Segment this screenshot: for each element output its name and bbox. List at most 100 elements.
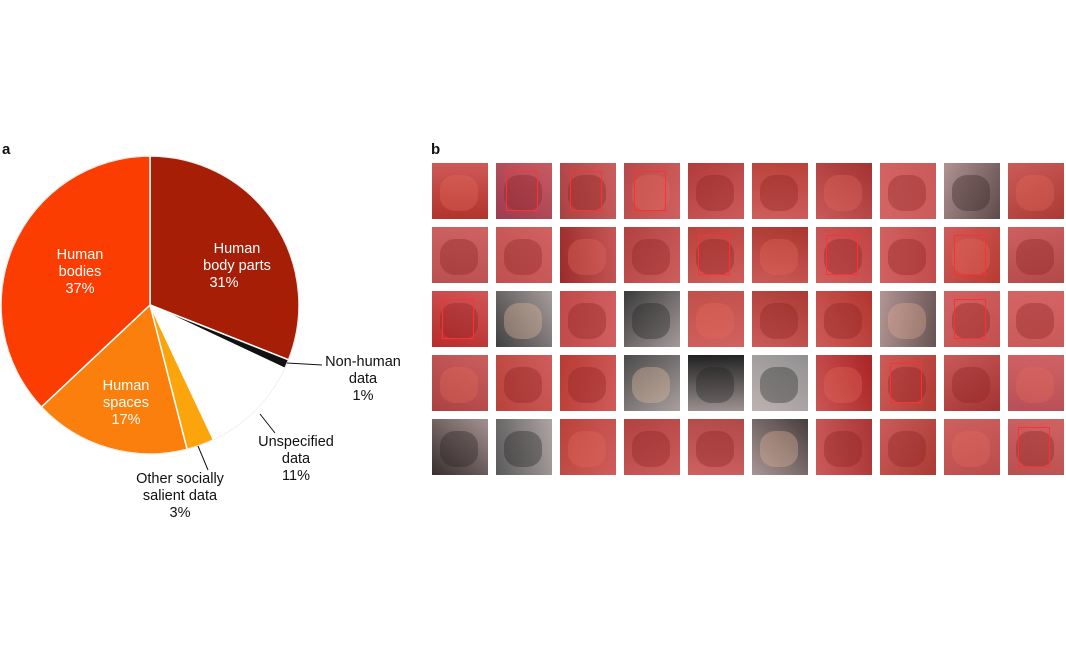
slice-label-unspecified-data-line-2: data (282, 451, 311, 467)
image-thumbnail (496, 291, 552, 347)
red-overlay (944, 163, 1000, 219)
bounding-box (890, 363, 922, 403)
image-thumbnail (624, 163, 680, 219)
image-thumbnail (944, 355, 1000, 411)
image-thumbnail (752, 355, 808, 411)
image-thumbnail (688, 227, 744, 283)
red-overlay (880, 227, 936, 283)
thumbnail-image (624, 291, 680, 347)
red-overlay (688, 291, 744, 347)
slice-value-unspecified-data: 11% (282, 468, 310, 484)
red-overlay (944, 291, 1000, 347)
red-overlay (496, 227, 552, 283)
thumbnail-subject (632, 303, 670, 339)
red-overlay (624, 227, 680, 283)
red-overlay (752, 227, 808, 283)
slice-label-human-spaces-line-1: Human (103, 378, 150, 394)
thumbnail-image (944, 163, 1000, 219)
red-overlay (688, 163, 744, 219)
image-thumbnail (432, 291, 488, 347)
red-overlay (560, 419, 616, 475)
thumbnail-grid (432, 163, 1064, 475)
slice-value-human-body-parts: 31% (209, 275, 238, 291)
red-overlay (560, 163, 616, 219)
bounding-box (826, 235, 858, 275)
thumbnail-subject (632, 367, 670, 403)
red-overlay (1008, 291, 1064, 347)
image-thumbnail (560, 291, 616, 347)
red-overlay (944, 355, 1000, 411)
image-thumbnail (752, 291, 808, 347)
thumbnail-subject (952, 175, 990, 211)
thumbnail-subject (504, 431, 542, 467)
slice-label-non-human-data-line-2: data (349, 371, 378, 387)
slice-label-human-bodies-line-2: bodies (59, 264, 102, 280)
red-overlay (560, 355, 616, 411)
red-overlay (432, 227, 488, 283)
image-thumbnail (1008, 163, 1064, 219)
red-overlay (432, 163, 488, 219)
image-thumbnail (1008, 419, 1064, 475)
image-thumbnail (432, 163, 488, 219)
red-overlay (624, 163, 680, 219)
image-thumbnail (688, 291, 744, 347)
image-thumbnail (432, 419, 488, 475)
image-thumbnail (944, 163, 1000, 219)
thumbnail-subject (888, 303, 926, 339)
red-overlay (432, 355, 488, 411)
thumbnail-subject (504, 303, 542, 339)
bounding-box (698, 235, 730, 275)
thumbnail-image (496, 291, 552, 347)
red-overlay (432, 291, 488, 347)
slice-label-other-socially-salient-data-line-2: salient data (143, 488, 218, 504)
red-overlay (816, 227, 872, 283)
red-overlay (688, 419, 744, 475)
image-thumbnail (944, 291, 1000, 347)
slice-value-other-socially-salient-data: 3% (170, 505, 191, 521)
image-thumbnail (944, 227, 1000, 283)
image-thumbnail (560, 227, 616, 283)
image-thumbnail (1008, 227, 1064, 283)
image-thumbnail (880, 355, 936, 411)
slice-label-unspecified-data-line-1: Unspecified (258, 434, 334, 450)
image-thumbnail (624, 291, 680, 347)
image-thumbnail (752, 419, 808, 475)
image-thumbnail (560, 419, 616, 475)
red-overlay (880, 291, 936, 347)
pie-outline (0, 155, 300, 455)
red-overlay (496, 163, 552, 219)
image-thumbnail (1008, 291, 1064, 347)
bounding-box (442, 299, 474, 339)
image-thumbnail (496, 355, 552, 411)
image-thumbnail (432, 355, 488, 411)
bounding-box (570, 171, 602, 211)
red-overlay (432, 419, 488, 475)
slice-label-non-human-data-line-1: Non-human (325, 354, 401, 370)
slice-label-other-socially-salient-data-line-1: Other socially (136, 471, 225, 487)
slice-label-human-bodies-line-1: Human (57, 247, 104, 263)
image-thumbnail (1008, 355, 1064, 411)
red-overlay (1008, 355, 1064, 411)
image-thumbnail (624, 419, 680, 475)
red-overlay (752, 163, 808, 219)
red-overlay (944, 419, 1000, 475)
red-overlay (560, 291, 616, 347)
thumbnail-image (432, 419, 488, 475)
bounding-box (506, 171, 538, 211)
image-thumbnail (496, 419, 552, 475)
thumbnail-image (688, 355, 744, 411)
image-thumbnail (688, 163, 744, 219)
thumbnail-image (880, 291, 936, 347)
slice-label-human-spaces-line-2: spaces (103, 395, 149, 411)
image-thumbnail (816, 163, 872, 219)
image-thumbnail (560, 355, 616, 411)
leader-line-other-socially-salient-data (197, 445, 209, 471)
red-overlay (880, 163, 936, 219)
red-overlay (496, 355, 552, 411)
image-thumbnail (944, 419, 1000, 475)
image-thumbnail (752, 227, 808, 283)
image-thumbnail (816, 355, 872, 411)
thumbnail-subject (760, 431, 798, 467)
image-thumbnail (624, 355, 680, 411)
